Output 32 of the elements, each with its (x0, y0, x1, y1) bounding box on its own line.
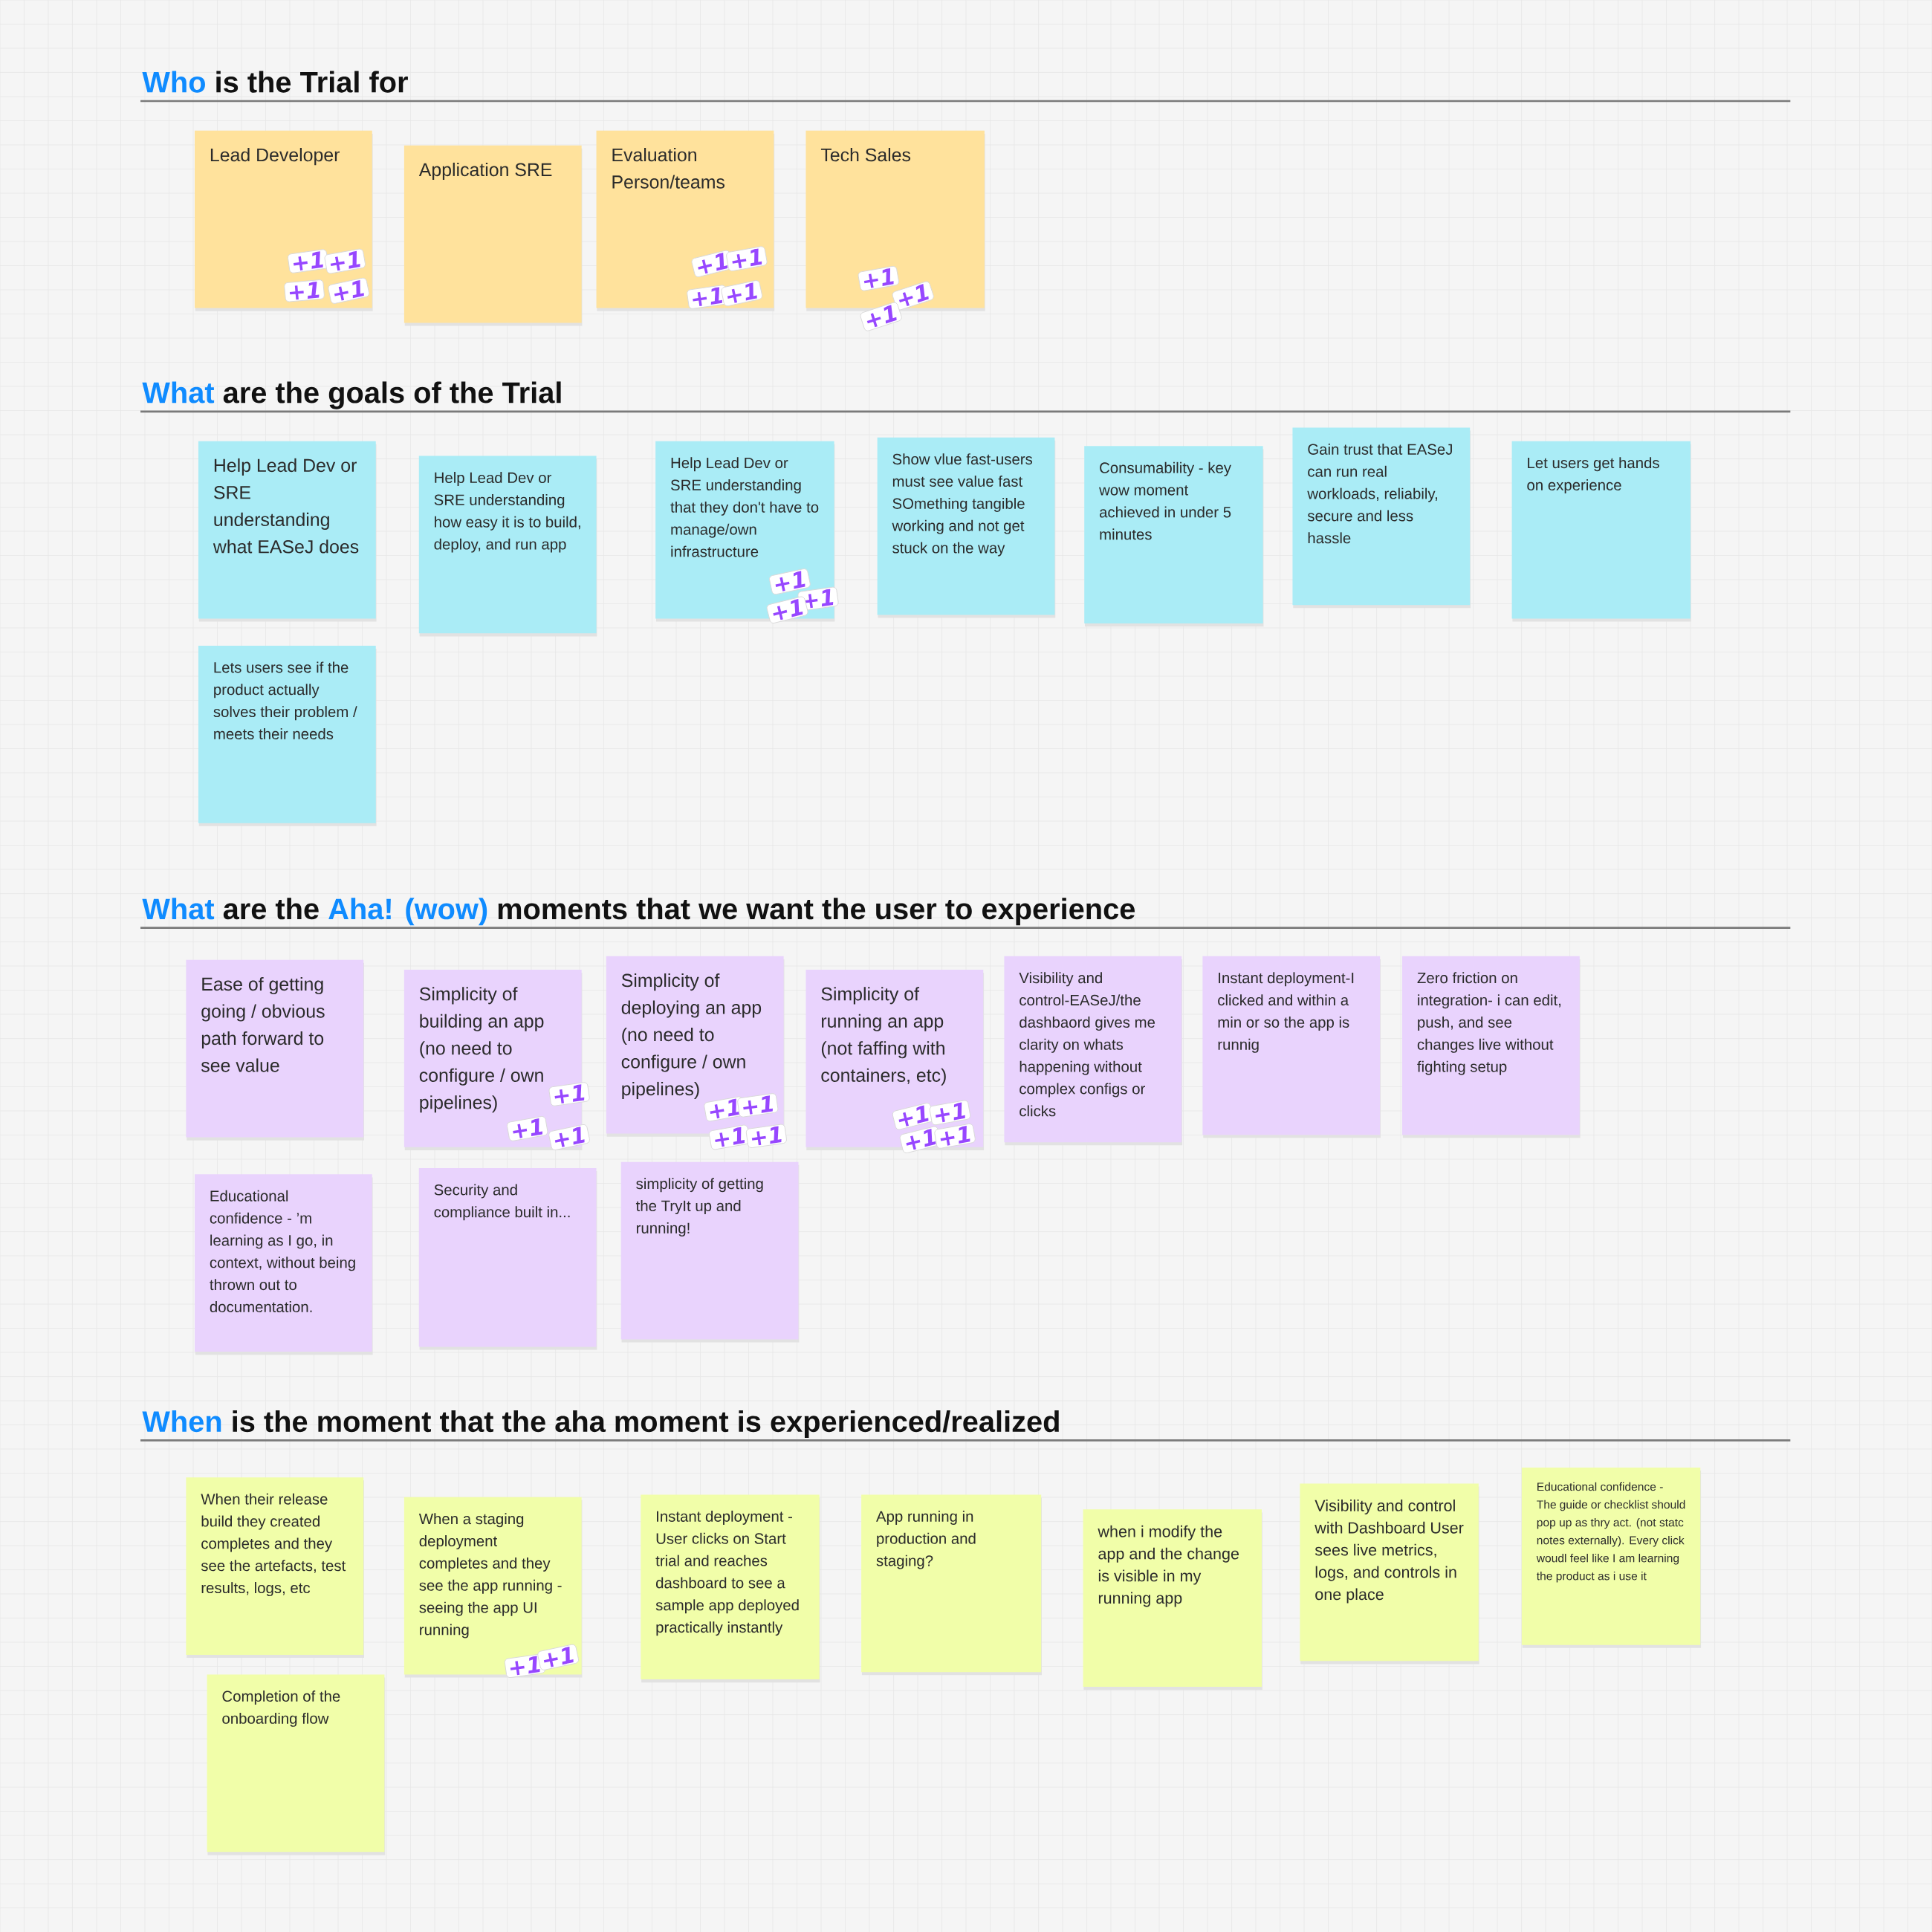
sticky-note: Educational confidence - ’m learning as I go, in context, without being thrown out to documentation. (195, 1174, 373, 1355)
sticky-note: Zero friction on integration- i can edit, push, and see changes live without fighting setup (1402, 956, 1581, 1138)
vote-sticker: +1 (858, 265, 900, 291)
sticky-note: Help Lead Dev or SRE understanding what EASeJ does (198, 441, 377, 622)
sticky-note: Lets users see if the product actually solves their problem / meets their needs (198, 645, 377, 826)
sticky-note: Completion of the onboarding flow (207, 1674, 386, 1855)
vote-sticker: +1 (860, 302, 902, 331)
sticky-note: When their release build they created completes and they see the artefacts, test results, logs, etc (186, 1477, 364, 1659)
sticky-note: Show vlue fast-users must see value fast SOmething tangible working and not get stuck on the way (877, 437, 1056, 618)
sticky-note: App running in production and staging? (861, 1494, 1042, 1676)
vote-sticker: +1 (284, 279, 325, 302)
sticky-note: when i modify the app and the change is visible in my running app (1083, 1509, 1262, 1690)
sticky-note: simplicity of getting the TryIt up and running! (620, 1161, 800, 1343)
sticky-note: Application SRE (403, 145, 583, 326)
sticky-note: Security and compliance built in... (418, 1167, 597, 1350)
vote-sticker: +1 (324, 248, 366, 274)
vote-sticker: +1 (328, 277, 370, 304)
sticky-note: Gain trust that EASeJ can run real workloads, reliabily, secure and less hassle (1292, 427, 1471, 609)
sticky-note: Help Lead Dev or SRE understanding how easy it is to build, deploy, and run app (418, 456, 597, 637)
section-heading: When is the moment that the aha moment is experienced/realized (142, 1410, 1059, 1439)
sticky-note: Instant deployment-I clicked and within a min or so the app is runnig (1202, 956, 1381, 1138)
sticky-note: Consumability - key wow moment achieved in under 5 minutes (1084, 446, 1264, 627)
section-heading: What are the Aha! (wow) moments that we want the user to experience (142, 898, 1135, 926)
sticky-note: Visibility and control with Dashboard User sees live metrics, logs, and controls in one place (1300, 1483, 1479, 1664)
sticky-note: Instant deployment - User clicks on Start trial and reaches dashboard to see a sample app deployed practically instantly (641, 1494, 820, 1683)
vote-sticker: +1 (287, 249, 329, 273)
sticky-note: Educational confidence - The guide or checklist should pop up as thry act. (not statc notes externally). Every click woudl feel like I am learning the product as i use it (1521, 1467, 1702, 1648)
section-heading: What are the goals of the Trial (142, 381, 561, 409)
sticky-note: Ease of getting going / obvious path forward to see value (186, 959, 364, 1141)
sticky-note: Visibility and control-EASeJ/the dashbaord gives me clarity on whats happening without complex configs or clicks (1004, 956, 1183, 1146)
sticky-note: Let users get hands on experience (1511, 441, 1691, 622)
section-heading: Who is the Trial for (142, 71, 408, 93)
